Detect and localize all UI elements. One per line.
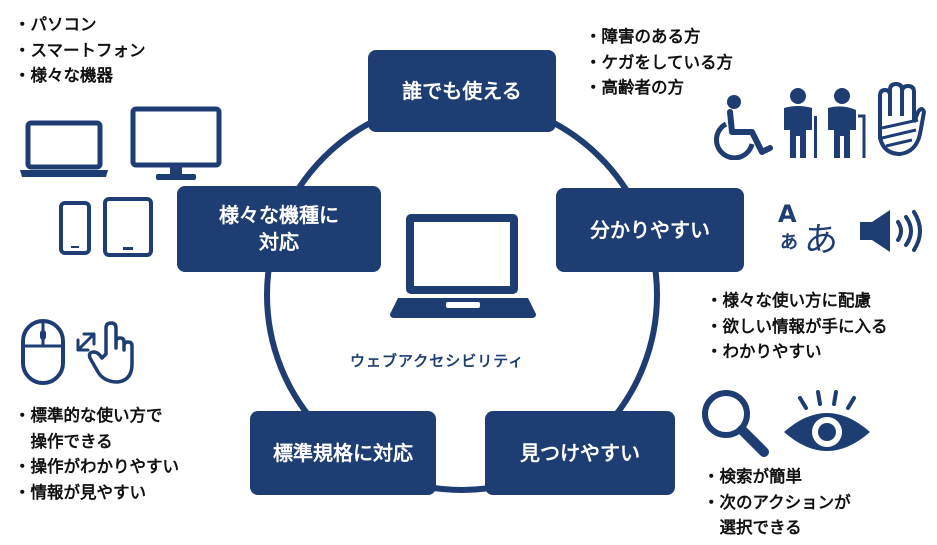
list-item: ・操作がわかりやすい [14,457,179,477]
magnifier-icon [702,390,769,457]
box-device-support: 様々な機種に 対応 [177,186,381,272]
box-easy-to-find-label: 見つけやすい [520,440,640,465]
list-item: 操作できる [14,431,113,451]
small-kana: あ [780,232,798,253]
list-item: ・高齢者の方 [585,78,684,98]
devices-list: ・パソコン ・スマートフォン ・様々な機器 [14,12,146,89]
elderly-with-cane-icon [828,88,866,158]
monitor-icon [130,106,222,180]
box-easy-to-understand-label: 分かりやすい [590,217,710,242]
eye-icon [784,390,870,451]
touch-gesture-icon [76,321,134,384]
list-item: ・検索が簡単 [703,467,802,486]
standards-list: ・標準的な使い方で 操作できる ・操作がわかりやすい ・情報が見やすい [14,403,179,505]
list-item: ・パソコン [14,15,97,34]
speaker-icon [860,210,922,252]
findable-list: ・検索が簡単 ・次のアクションが 選択できる [703,464,851,541]
people-list: ・障害のある方 ・ケガをしている方 ・高齢者の方 [585,24,733,101]
list-item: ・情報が見やすい [14,482,146,502]
latin-letter: A [778,200,797,228]
list-item: ・ケガをしている方 [585,52,734,72]
list-item: 選択できる [703,518,802,538]
box-standards-compliant: 標準規格に対応 [250,411,436,495]
small-laptop-icon [20,120,108,177]
box-usable-by-anyone: 誰でも使える [368,50,556,132]
box-standards-compliant-label: 標準規格に対応 [273,440,413,465]
bandaged-hand-icon [878,82,926,157]
box-usable-by-anyone-label: 誰でも使える [402,78,522,103]
list-item: ・標準的な使い方で [14,406,163,425]
list-item: ・欲しい情報が手に入る [706,316,888,336]
list-item: ・障害のある方 [585,27,701,46]
smartphone-icon [59,201,91,255]
elderly-person-icon [784,88,817,158]
list-item: ・次のアクションが [703,492,851,512]
big-kana: あ [804,220,838,260]
box-device-support-label-1: 様々な機種に [219,203,339,227]
wheelchair-icon [714,95,773,160]
language-icon: A あ あ [778,200,848,260]
understand-list: ・様々な使い方に配慮 ・欲しい情報が手に入る ・わかりやすい [706,288,888,365]
box-easy-to-find: 見つけやすい [485,411,675,495]
list-item: ・わかりやすい [706,342,822,362]
box-device-support-label-2: 対応 [259,230,299,254]
box-easy-to-understand: 分かりやすい [556,188,744,272]
list-item: ・スマートフォン [14,40,146,60]
list-item: ・様々な使い方に配慮 [706,291,871,310]
tablet-icon [103,197,153,257]
laptop-icon [390,214,536,318]
center-label: ウェブアクセシビリティ [350,352,525,370]
mouse-icon [21,319,65,385]
list-item: ・様々な機器 [14,66,113,86]
